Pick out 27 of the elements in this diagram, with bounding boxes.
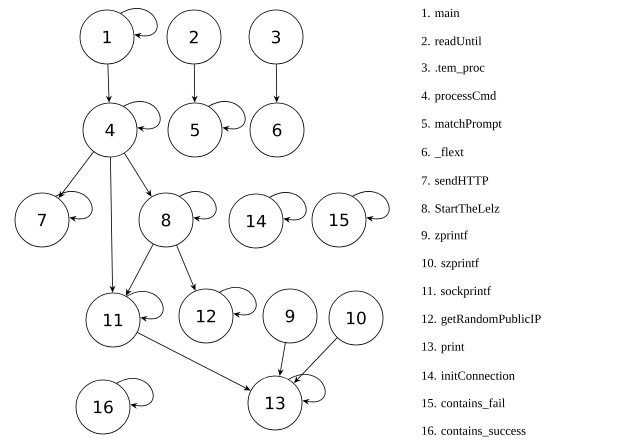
legend-entry: 11. sockprintf — [422, 286, 491, 298]
legend-entry: 3. .tem_proc — [422, 63, 484, 74]
legend-entry: 14. initConnection — [422, 371, 515, 380]
legend-entry: 5. matchPrompt — [422, 118, 502, 130]
arrow — [120, 8, 158, 39]
legend-entry: 6. _flext — [422, 147, 464, 158]
arrow — [123, 101, 160, 132]
legend-entry: 15. contains_fail — [422, 398, 505, 409]
arrow — [288, 374, 326, 405]
legend-entry: 7. sendHTTP — [422, 176, 488, 185]
arrow — [269, 192, 306, 223]
legend-entry: 13. print — [422, 342, 464, 354]
arrow — [219, 287, 256, 318]
arrow — [179, 191, 216, 222]
legend-entry: 8. StartTheLelz — [422, 204, 500, 213]
legend-entry: 4. processCmd — [421, 91, 496, 102]
arrow — [126, 291, 164, 322]
legend-entry: 2. readUntil — [422, 36, 482, 46]
legend-entry: 12. getRandomPublicIP — [422, 314, 541, 326]
arrow — [55, 191, 92, 222]
arrow — [116, 378, 154, 409]
arrow — [352, 191, 390, 222]
legend-entry: 10. szprintf — [422, 258, 479, 270]
legend-entry: 16. contains_success — [422, 426, 526, 436]
arrow — [208, 101, 246, 132]
legend-entry: 1. main — [422, 8, 460, 18]
legend-entry: 9. zprintf — [422, 230, 468, 242]
